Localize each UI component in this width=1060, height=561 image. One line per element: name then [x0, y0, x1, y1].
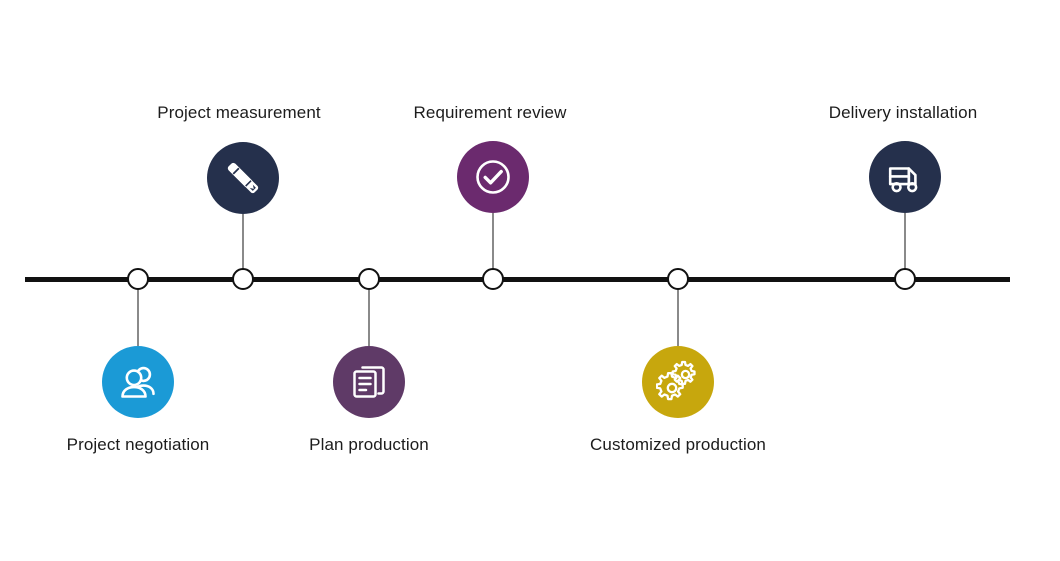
label-project-negotiation: Project negotiation: [66, 435, 210, 454]
delivery-truck-icon: [883, 155, 927, 199]
axis-node-delivery-installation[interactable]: [894, 268, 916, 290]
axis-node-project-negotiation[interactable]: [127, 268, 149, 290]
documents-stack-icon: [348, 361, 390, 403]
bubble-project-negotiation[interactable]: [102, 346, 174, 418]
stem-project-negotiation: [137, 279, 139, 346]
check-circle-icon: [470, 154, 516, 200]
bubble-requirement-review[interactable]: [457, 141, 529, 213]
label-requirement-review: Requirement review: [413, 103, 567, 122]
timeline-axis: [25, 276, 1010, 282]
stem-customized-production: [677, 279, 679, 346]
stem-delivery-installation: [904, 213, 906, 279]
stem-plan-production: [368, 279, 370, 346]
bubble-plan-production[interactable]: [333, 346, 405, 418]
axis-node-customized-production[interactable]: [667, 268, 689, 290]
label-delivery-installation: Delivery installation: [828, 103, 978, 122]
axis-node-requirement-review[interactable]: [482, 268, 504, 290]
stem-requirement-review: [492, 213, 494, 279]
axis-node-plan-production[interactable]: [358, 268, 380, 290]
people-group-icon: [116, 360, 160, 404]
label-plan-production: Plan production: [309, 435, 429, 454]
bubble-project-measurement[interactable]: [207, 142, 279, 214]
gears-icon: [656, 360, 700, 404]
label-customized-production: Customized production: [590, 435, 766, 454]
label-project-measurement: Project measurement: [157, 103, 321, 122]
stem-project-measurement: [242, 214, 244, 279]
bubble-customized-production[interactable]: [642, 346, 714, 418]
ruler-pencil-icon: [221, 156, 265, 200]
bubble-delivery-installation[interactable]: [869, 141, 941, 213]
axis-node-project-measurement[interactable]: [232, 268, 254, 290]
